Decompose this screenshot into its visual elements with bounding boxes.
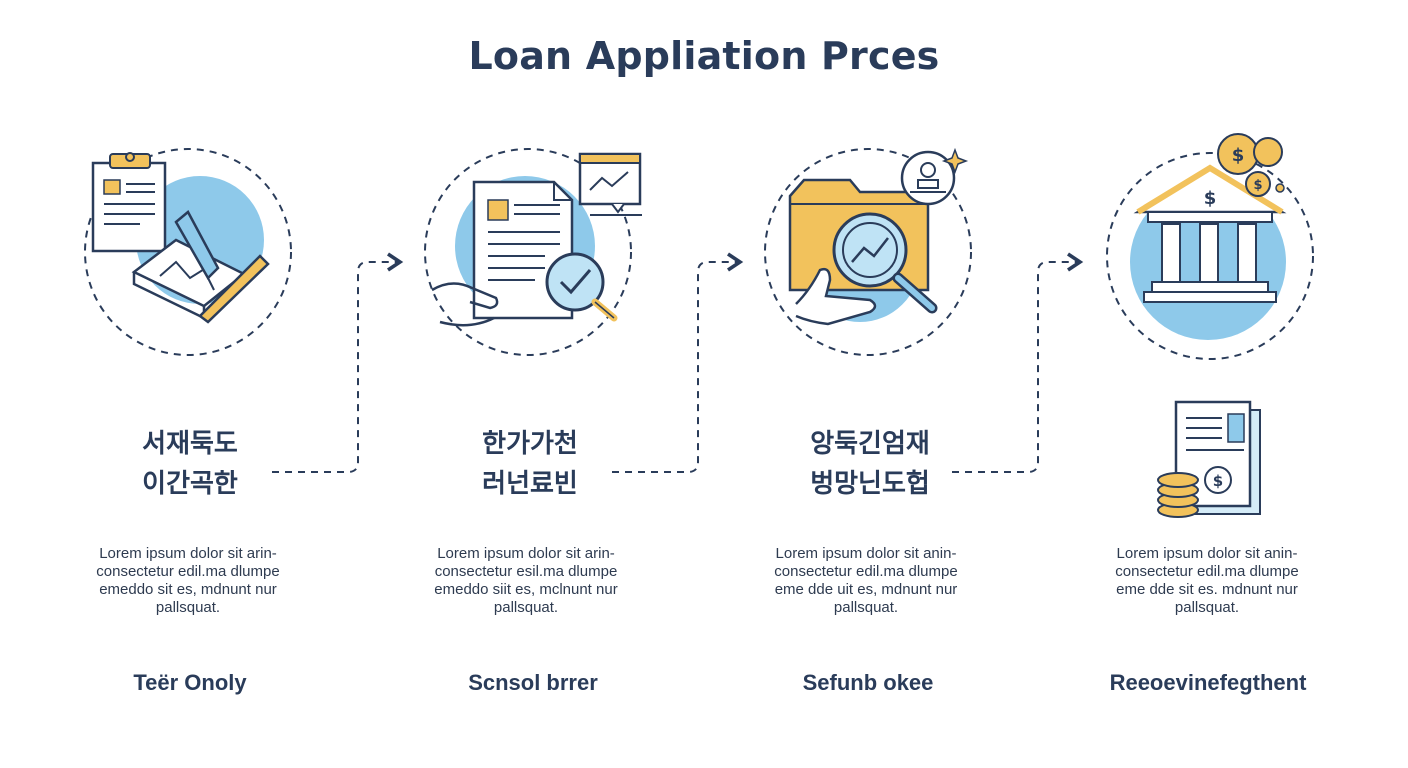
step-4-desc-line: pallsquat.: [1174, 599, 1240, 616]
step-3-desc-line: pallsquat.: [833, 599, 899, 616]
step-4-desc-line: consectetur edil.ma dlumpe: [1115, 563, 1299, 580]
step-2-heading: 한가가천 러넌료빈: [410, 424, 650, 504]
connector-3: [952, 252, 1084, 473]
step-1-heading-line-1: 서재둑도: [142, 429, 238, 459]
connector-2: [612, 252, 744, 473]
step-3-heading-line-2: 벙망닌도헙: [810, 469, 930, 499]
step-2-desc-line: Lorem ipsum dolor sit arin-: [437, 545, 615, 562]
step-1-heading: 서재둑도 이간곡한: [70, 424, 310, 504]
step-1-desc-line: pallsquat.: [155, 599, 221, 616]
svg-text:$: $: [1253, 178, 1262, 193]
step-4-description: Lorem ipsum dolor sit anin- consectetur …: [1077, 545, 1337, 617]
step-3-description: Lorem ipsum dolor sit anin- consectetur …: [736, 545, 996, 617]
step-4-label: Reeoevinefegthent: [1109, 670, 1307, 695]
step-2-label: Scnsol brrer: [468, 670, 598, 695]
step-1-desc-line: emeddo sit es, mdnunt nur: [99, 581, 277, 598]
step-1-label: Teër Onoly: [133, 670, 247, 695]
step-2-desc-line: consectetur esil.ma dlumpe: [434, 563, 618, 580]
folder-magnifier-icon: [764, 147, 972, 356]
svg-text:$: $: [1213, 472, 1223, 490]
step-4-desc-line: Lorem ipsum dolor sit anin-: [1116, 545, 1298, 562]
document-check-icon: [424, 148, 642, 356]
step-1-desc-line: Lorem ipsum dolor sit arin-: [99, 545, 277, 562]
step-2-desc-line: emeddo siit es, mclnunt nur: [434, 581, 618, 598]
step-2-heading-line-2: 러넌료빈: [482, 469, 578, 499]
svg-text:$: $: [1204, 188, 1217, 209]
svg-text:$: $: [1232, 145, 1245, 166]
page-title: Loan Appliation Prces: [468, 34, 940, 78]
step-3-desc-line: consectetur edil.ma dlumpe: [774, 563, 958, 580]
step-1-desc-line: consectetur edil.ma dlumpe: [96, 563, 280, 580]
clipboard-pen-icon: [84, 148, 292, 356]
step-2-desc-line: pallsquat.: [493, 599, 559, 616]
step-3-desc-line: eme dde uit es, mdnunt nur: [774, 581, 958, 598]
step-3-heading-line-1: 앙둑긴엄재: [810, 429, 930, 459]
step-3-heading: 앙둑긴엄재 벙망닌도헙: [750, 424, 990, 504]
connector-1: [272, 252, 404, 473]
step-4-desc-line: eme dde sit es. mdnunt nur: [1116, 581, 1298, 598]
step-1-heading-line-2: 이간곡한: [142, 469, 238, 499]
step-1-description: Lorem ipsum dolor sit arin- consectetur …: [58, 545, 318, 617]
step-2-description: Lorem ipsum dolor sit arin- consectetur …: [396, 545, 656, 617]
step-2-heading-line-1: 한가가천: [482, 429, 578, 459]
statement-coins-icon: $: [1157, 400, 1261, 518]
bank-coins-icon: $ $ $: [1106, 133, 1314, 360]
step-3-label: Sefunb okee: [802, 670, 934, 695]
step-3-desc-line: Lorem ipsum dolor sit anin-: [775, 545, 957, 562]
